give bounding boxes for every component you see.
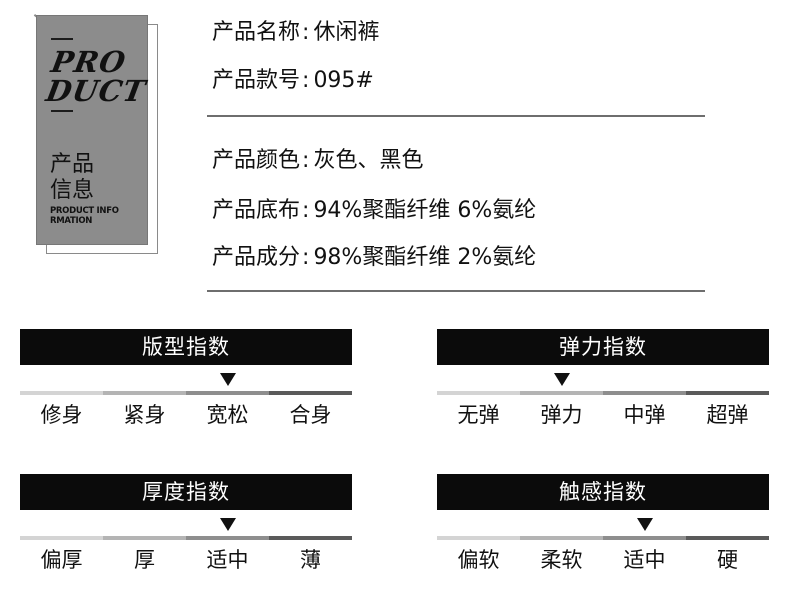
touch-option: 硬 [717,548,738,572]
product-name-label: 产品名称 [212,20,301,45]
thickness-option: 薄 [300,548,321,572]
touch-selected-marker-icon [636,518,653,531]
composition-value: 98%聚酯纤维 2%氨纶 [313,245,537,270]
touch-scale-bar [437,536,769,540]
elasticity-option: 超弹 [706,403,749,427]
elasticity-option: 无弹 [457,403,500,427]
touch-index-scale: 偏软 柔软 适中 硬 [437,510,769,572]
style-no-value: 095# [313,68,374,93]
fit-option: 宽松 [206,403,249,427]
fit-scale-bar [20,391,352,395]
thickness-option: 厚 [134,548,155,572]
color-row: 产品颜色:灰色、黑色 [212,146,423,176]
fit-selected-marker-icon [219,373,236,386]
logo-line-2: DUCT [43,74,149,108]
touch-option: 偏软 [457,548,500,572]
style-no-label: 产品款号 [212,68,301,93]
color-label: 产品颜色 [212,148,301,173]
composition-label: 产品成分 [212,245,301,270]
base-fabric-value: 94%聚酯纤维 6%氨纶 [313,198,537,223]
thickness-index: 厚度指数 偏厚 厚 适中 薄 [20,474,352,572]
elasticity-option: 弹力 [540,403,583,427]
elasticity-scale-bar [437,391,769,395]
tag-info-en: PRODUCT INFO RMATION [50,206,119,226]
divider-bottom [207,290,705,292]
divider-top [207,115,705,117]
tag-info-en-line-1: PRODUCT INFO [50,206,119,216]
elasticity-index-title: 弹力指数 [437,329,769,365]
touch-option: 柔软 [540,548,583,572]
tag-info-cn: 产品 信息 [50,152,94,204]
product-name-row: 产品名称:休闲裤 [212,18,379,48]
fit-options: 修身 紧身 宽松 合身 [20,401,352,429]
fit-index-scale: 修身 紧身 宽松 合身 [20,365,352,427]
style-no-row: 产品款号:095# [212,66,374,96]
product-name-value: 休闲裤 [313,20,380,45]
tag-top-line [51,38,73,40]
colon: : [302,68,310,93]
tag-info-cn-line-2: 信息 [50,178,95,203]
tag-info-cn-line-1: 产品 [50,152,95,177]
fit-index: 版型指数 修身 紧身 宽松 合身 [20,329,352,427]
base-fabric-row: 产品底布:94%聚酯纤维 6%氨纶 [212,196,536,226]
composition-row: 产品成分:98%聚酯纤维 2%氨纶 [212,243,536,273]
product-logo: PRO DUCT [43,45,149,108]
colon: : [302,245,310,270]
fit-option: 紧身 [123,403,166,427]
colon: : [302,148,310,173]
thickness-index-scale: 偏厚 厚 适中 薄 [20,510,352,572]
fit-index-title: 版型指数 [20,329,352,365]
base-fabric-label: 产品底布 [212,198,301,223]
product-tag: PRO DUCT 产品 信息 PRODUCT INFO RMATION [36,15,149,245]
touch-option: 适中 [623,548,666,572]
colon: : [302,20,310,45]
logo-line-1: PRO [48,45,129,79]
thickness-selected-marker-icon [219,518,236,531]
touch-index-title: 触感指数 [437,474,769,510]
colon: : [302,198,310,223]
thickness-option: 偏厚 [40,548,83,572]
fit-option: 合身 [289,403,332,427]
color-value: 灰色、黑色 [313,148,424,173]
elasticity-selected-marker-icon [553,373,570,386]
fit-option: 修身 [40,403,83,427]
thickness-option: 适中 [206,548,249,572]
touch-options: 偏软 柔软 适中 硬 [437,546,769,574]
elasticity-options: 无弹 弹力 中弹 超弹 [437,401,769,429]
tag-bottom-line [51,110,73,112]
thickness-options: 偏厚 厚 适中 薄 [20,546,352,574]
elasticity-index: 弹力指数 无弹 弹力 中弹 超弹 [437,329,769,427]
thickness-index-title: 厚度指数 [20,474,352,510]
thickness-scale-bar [20,536,352,540]
tag-info-en-line-2: RMATION [50,216,93,226]
elasticity-index-scale: 无弹 弹力 中弹 超弹 [437,365,769,427]
touch-index: 触感指数 偏软 柔软 适中 硬 [437,474,769,572]
elasticity-option: 中弹 [623,403,666,427]
